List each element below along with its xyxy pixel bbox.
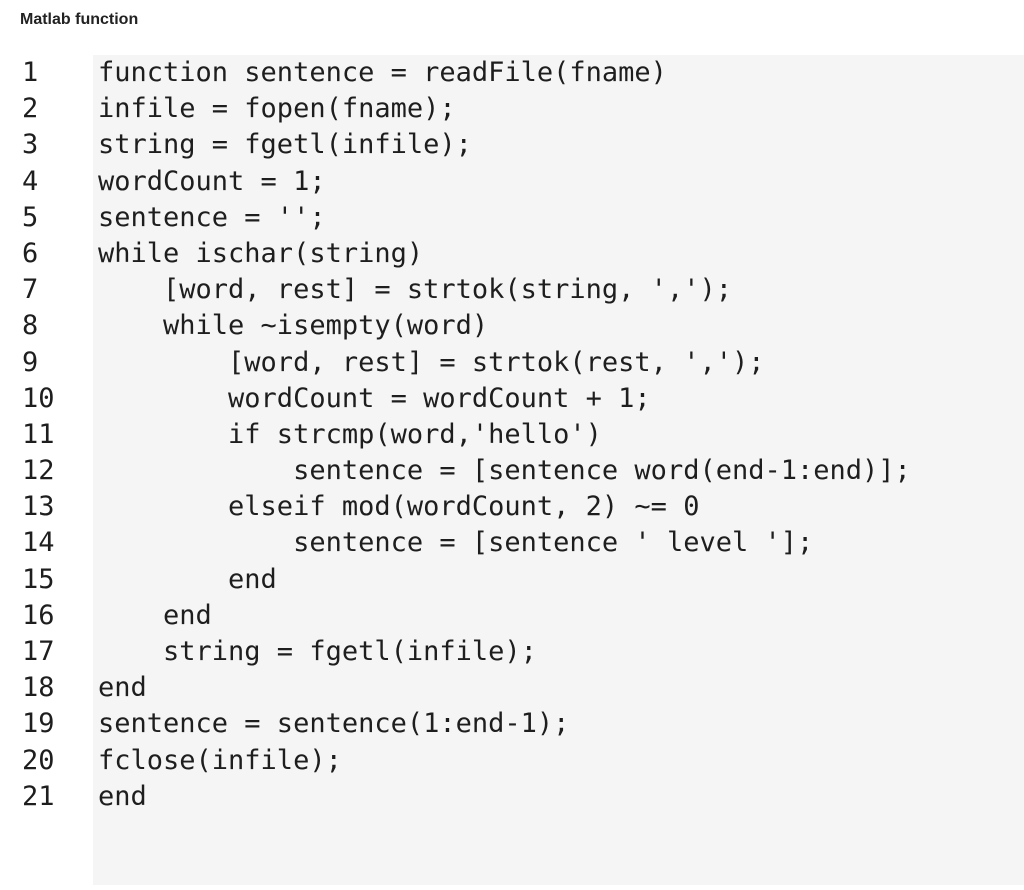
line-number: 15 [22,563,55,595]
line-code: [word, rest] = strtok(string, ','); [98,274,732,306]
line-number: 8 [22,310,39,342]
section-title: Matlab function [20,11,139,28]
line-code: sentence = sentence(1:end-1); [98,708,570,740]
code-background [93,55,1024,885]
line-number: 21 [22,780,55,812]
line-number: 12 [22,455,55,487]
line-code: end [98,672,147,704]
line-number: 10 [22,382,55,414]
line-code: string = fgetl(infile); [98,129,472,161]
line-number: 13 [22,491,55,523]
line-code: end [98,780,147,812]
line-number: 9 [22,346,39,378]
line-code: end [98,599,212,631]
line-code: fclose(infile); [98,744,342,776]
line-code: if strcmp(word,'hello') [98,418,602,450]
line-code: while ischar(string) [98,237,424,269]
line-number: 18 [22,672,55,704]
line-code: [word, rest] = strtok(rest, ','); [98,346,765,378]
code-block: 1 function sentence = readFile(fname) 2 in… [0,55,1024,885]
line-code: elseif mod(wordCount, 2) ~= 0 [98,491,700,523]
line-number: 2 [22,93,39,125]
line-number: 5 [22,201,39,233]
line-code: wordCount = 1; [98,165,326,197]
line-number: 4 [22,165,39,197]
line-number: 17 [22,636,55,667]
line-number: 7 [22,274,39,306]
line-number: 14 [22,527,55,559]
line-code: end [98,563,277,595]
line-number: 6 [22,237,39,269]
line-code: sentence = ''; [98,201,326,233]
line-code: string = fgetl(infile); [98,636,537,667]
line-number: 19 [22,708,55,740]
line-number: 3 [22,129,39,161]
line-code: while ~isempty(word) [98,310,489,342]
line-code: sentence = [sentence ' level ']; [98,527,814,559]
line-code: wordCount = wordCount + 1; [98,382,651,414]
line-number: 16 [22,599,55,631]
line-code: infile = fopen(fname); [98,93,456,125]
line-number: 20 [22,744,55,776]
line-code: sentence = [sentence word(end-1:end)]; [98,455,911,487]
line-number: 11 [22,418,55,450]
line-number: 1 [22,57,39,88]
line-code: function sentence = readFile(fname) [98,57,667,88]
